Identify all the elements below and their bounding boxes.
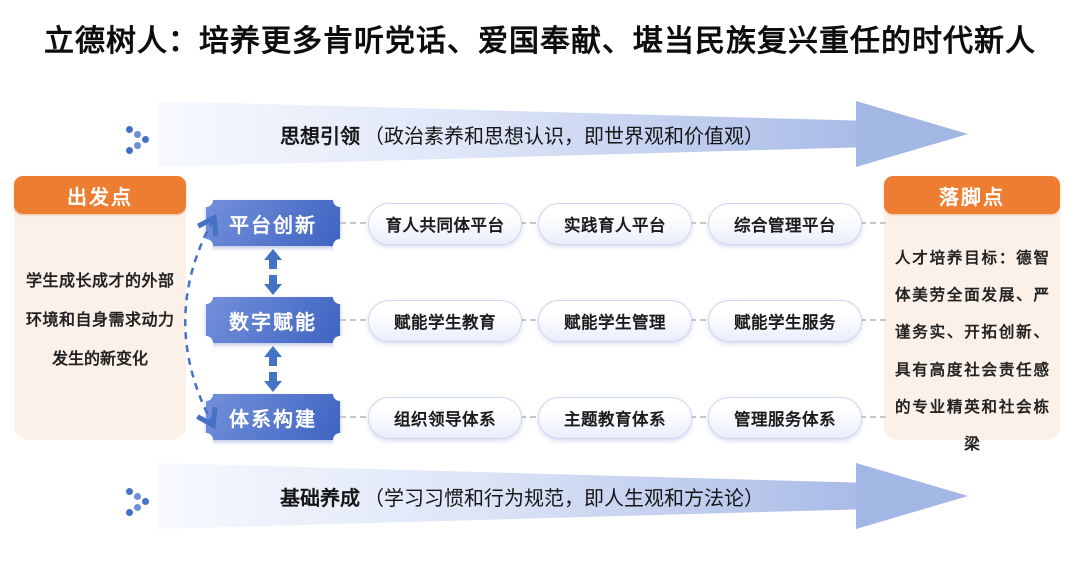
top-banner-label: 思想引领 （政治素养和思想认识，即世界观和价值观） (280, 101, 840, 167)
dotted-chevron-icon (126, 126, 152, 154)
page-title: 立德树人：培养更多肯听党话、爱国奉献、堪当民族复兴重任的时代新人 (44, 25, 1036, 58)
pill-item: 实践育人平台 (538, 203, 692, 245)
category-label: 数字赋能 (229, 311, 317, 334)
digital-pill-row: 赋能学生教育 赋能学生管理 赋能学生服务 (368, 300, 862, 342)
pill-item: 赋能学生管理 (538, 300, 692, 342)
top-banner-keyword: 思想引领 (280, 125, 360, 148)
bottom-banner-description: （学习习惯和行为规范，即人生观和方法论） (364, 487, 764, 510)
bottom-banner-label: 基础养成 （学习习惯和行为规范，即人生观和方法论） (280, 463, 840, 529)
top-banner-description: （政治素养和思想认识，即世界观和价值观） (364, 125, 764, 148)
bottom-flow-arrow-head-icon (856, 463, 968, 529)
category-label: 平台创新 (229, 214, 317, 237)
pill-item: 赋能学生服务 (708, 300, 862, 342)
pill-item: 主题教育体系 (538, 397, 692, 439)
end-point-header: 落脚点 (884, 176, 1060, 214)
dashed-curved-double-arrow-icon (184, 213, 219, 430)
start-point-panel: 出发点 学生成长成才的外部环境和自身需求动力发生的新变化 (14, 176, 186, 440)
dotted-chevron-icon (126, 488, 152, 516)
end-point-panel: 落脚点 人才培养目标：德智体美劳全面发展、严谨务实、开拓创新、具有高度社会责任感… (884, 176, 1060, 453)
start-point-body: 学生成长成才的外部环境和自身需求动力发生的新变化 (26, 273, 174, 369)
pill-item: 组织领导体系 (368, 397, 522, 439)
up-down-arrow-icon (264, 346, 282, 392)
pill-item: 综合管理平台 (708, 203, 862, 245)
pill-item: 管理服务体系 (708, 397, 862, 439)
up-down-arrow-icon (264, 249, 282, 295)
system-pill-row: 组织领导体系 主题教育体系 管理服务体系 (368, 397, 862, 439)
bottom-banner-keyword: 基础养成 (280, 487, 360, 510)
top-flow-arrow-head-icon (856, 101, 968, 167)
pill-item: 赋能学生教育 (368, 300, 522, 342)
start-point-header: 出发点 (14, 176, 186, 214)
end-point-body: 人才培养目标：德智体美劳全面发展、严谨务实、开拓创新、具有高度社会责任感的专业精… (895, 250, 1049, 453)
category-label: 体系构建 (229, 408, 317, 431)
pill-item: 育人共同体平台 (368, 203, 522, 245)
category-box-system: 体系构建 (199, 387, 347, 447)
platform-pill-row: 育人共同体平台 实践育人平台 综合管理平台 (368, 203, 862, 245)
